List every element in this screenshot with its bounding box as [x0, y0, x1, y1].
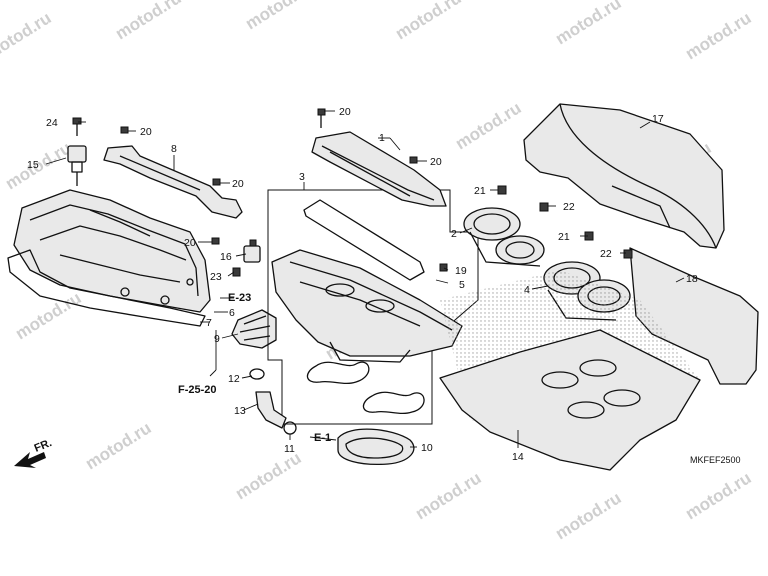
base-plate-part[interactable] — [439, 270, 701, 471]
part-label-19: 19 — [455, 265, 467, 277]
sensor-bracket-part[interactable] — [243, 239, 261, 263]
watermark: motod.ru — [682, 468, 755, 523]
part-label-24: 24 — [46, 117, 58, 129]
part-label-11: 11 — [284, 443, 295, 455]
part-label-13: 13 — [234, 405, 246, 417]
watermark: motod.ru — [12, 288, 85, 343]
part-label-16: 16 — [220, 251, 232, 263]
sensor-part[interactable] — [67, 145, 87, 186]
element-part[interactable] — [311, 131, 447, 207]
part-label-21: 21 — [474, 185, 486, 197]
part-label-22: 22 — [600, 248, 612, 260]
part-label-9: 9 — [214, 333, 220, 345]
front-direction-icon: FR. — [14, 437, 54, 468]
part-label-5: 5 — [459, 279, 465, 291]
funnel-2-part[interactable] — [463, 207, 545, 267]
watermark: motod.ru — [392, 0, 465, 43]
hose-part[interactable] — [255, 391, 287, 429]
watermark: motod.ru — [552, 488, 625, 543]
part-label-2: 2 — [451, 228, 457, 240]
ref-e1: E-1 — [314, 432, 331, 444]
part-label-21: 21 — [558, 231, 570, 243]
part-label-18: 18 — [686, 273, 698, 285]
part-label-20: 20 — [430, 156, 442, 168]
part-label-23: 23 — [210, 271, 222, 283]
part-label-15: 15 — [27, 159, 39, 171]
screw-23-part[interactable] — [232, 267, 241, 277]
part-label-14: 14 — [512, 451, 524, 463]
part-label-12: 12 — [228, 373, 240, 385]
part-label-3: 3 — [299, 171, 305, 183]
seal-ring-part[interactable] — [337, 428, 415, 466]
bolt-20-part[interactable] — [120, 108, 418, 245]
watermark: motod.ru — [112, 0, 185, 43]
watermark: motod.ru — [552, 0, 625, 48]
watermark: motod.ru — [82, 418, 155, 473]
intake-seal-part[interactable] — [306, 361, 370, 385]
intake-seal-part[interactable] — [362, 391, 425, 415]
part-label-1: 1 — [379, 132, 385, 144]
watermark: motod.ru — [412, 468, 485, 523]
case-cover-part[interactable] — [13, 189, 211, 313]
watermark: motod.ru — [242, 0, 315, 33]
watermark: motod.ru — [682, 8, 755, 63]
case-seal-part[interactable] — [7, 249, 206, 327]
bolt-19-part[interactable] — [439, 263, 448, 272]
part-label-20: 20 — [140, 126, 152, 138]
part-label-6: 6 — [229, 307, 235, 319]
main-case-part[interactable] — [271, 249, 463, 363]
watermark: motod.ru — [452, 98, 525, 153]
leader-lines — [45, 110, 685, 448]
part-label-4: 4 — [524, 284, 530, 296]
part-label-22: 22 — [563, 201, 575, 213]
oring-part[interactable] — [249, 368, 265, 380]
watermark: motod.ru — [232, 448, 305, 503]
direction-label: FR. — [33, 437, 54, 455]
bolt-24-part[interactable] — [72, 117, 82, 136]
boot-part[interactable] — [231, 309, 277, 349]
watermark: motod.ru — [0, 8, 55, 63]
diagram-code: MKFEF2500 — [690, 455, 741, 465]
bolt-22-part[interactable] — [539, 202, 633, 259]
bracket-part[interactable] — [103, 145, 243, 219]
part-label-20: 20 — [232, 178, 244, 190]
part-label-20: 20 — [339, 106, 351, 118]
gasket-part[interactable] — [303, 199, 425, 281]
part-label-8: 8 — [171, 143, 177, 155]
ref-e23: E-23 — [228, 292, 251, 304]
top-cover-part[interactable] — [523, 103, 725, 249]
part-label-17: 17 — [652, 113, 664, 125]
part-label-20: 20 — [184, 237, 196, 249]
part-label-10: 10 — [421, 442, 433, 454]
part-label-7: 7 — [206, 317, 212, 329]
ref-f2520: F-25-20 — [178, 384, 217, 396]
part-number-labels: 1 2 3 4 5 6 7 8 9 10 11 12 13 14 15 16 1… — [27, 106, 698, 463]
